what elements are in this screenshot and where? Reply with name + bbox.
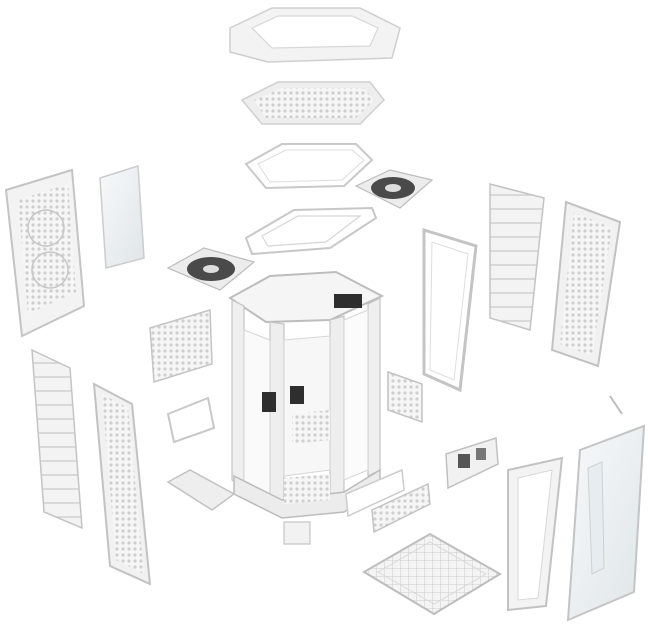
- right-mesh-strip: [371, 482, 431, 534]
- right-small-bracket: [445, 436, 499, 490]
- right-mesh-panel: [550, 200, 622, 368]
- top-dust-filter: [240, 81, 385, 125]
- left-glass-panel: [99, 164, 145, 269]
- left-small-frame: [166, 396, 216, 444]
- right-mesh-square: [387, 370, 423, 424]
- left-tall-mesh-panel: [92, 382, 152, 586]
- right-thin-strip: [345, 468, 405, 518]
- left-mesh-plate: [149, 309, 213, 383]
- fan-left-mid: [166, 247, 256, 291]
- right-slat-panel: [489, 183, 545, 331]
- left-foot: [166, 469, 236, 511]
- left-front-panel: [4, 168, 86, 338]
- bottom-small-block: [283, 521, 311, 545]
- right-bottom-frame: [507, 456, 564, 612]
- tray-frame: [244, 206, 378, 256]
- top-bracket-frame: [244, 143, 374, 190]
- fan-top-right: [354, 169, 434, 209]
- left-slat-panel: [31, 348, 83, 530]
- top-cover: [229, 7, 401, 63]
- main-chassis: [228, 270, 385, 519]
- right-tall-frame: [422, 227, 478, 393]
- right-glass-panel: [566, 395, 646, 622]
- bottom-grid-filter: [362, 532, 502, 616]
